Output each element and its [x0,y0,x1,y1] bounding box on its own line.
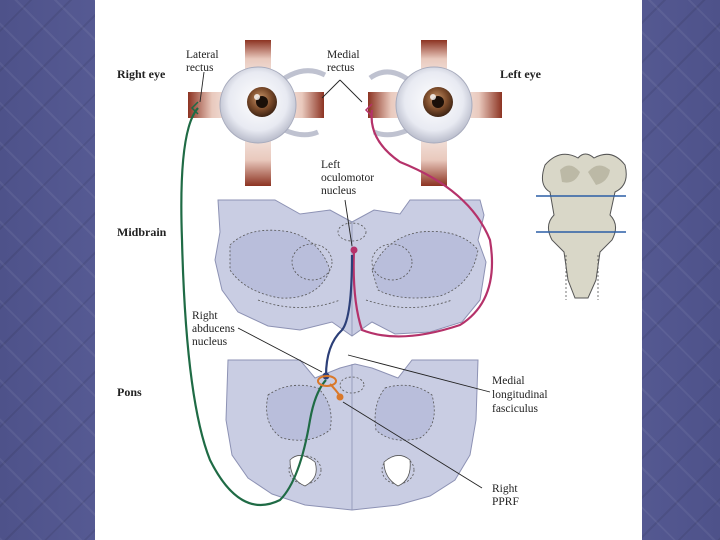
midbrain-section [214,199,487,337]
left-oculomotor-label-line1: Left [321,159,341,171]
right-eye-illustration [188,40,327,186]
pprf-pathway [317,375,344,401]
medial-rectus-label-line2: rectus [327,62,355,74]
diagram-labels: Right eye Left eye Lateral rectus Medial… [117,49,548,508]
left-oculomotor-nucleus-marker [350,246,358,254]
pprf-label-line2: PPRF [492,496,519,508]
pprf-label-line1: Right [492,483,518,495]
left-eye-label: Left eye [500,67,542,81]
left-eye-illustration [368,40,502,186]
mlf-label-line2: longitudinal [492,389,548,401]
right-abducens-label-line3: nucleus [192,336,228,348]
midbrain-label: Midbrain [117,225,167,239]
lateral-rectus-label-line1: Lateral [186,49,219,61]
brainstem-inset [536,153,627,300]
mlf-label-line1: Medial [492,375,525,387]
oculomotor-pathway [350,103,494,338]
mlf-label-line3: fasciculus [492,403,539,415]
abducens-pathway [180,101,327,507]
medial-rectus-label-line1: Medial [327,49,360,61]
left-oculomotor-label-line2: oculomotor [321,172,374,184]
right-eye-label: Right eye [117,67,166,81]
lateral-rectus-label-line2: rectus [186,62,214,74]
leader-lines [199,71,491,489]
pons-section [225,359,479,511]
right-abducens-label-line2: abducens [192,323,235,335]
left-oculomotor-label-line3: nucleus [321,185,357,197]
pons-label: Pons [117,385,142,399]
right-abducens-label-line1: Right [192,310,218,322]
